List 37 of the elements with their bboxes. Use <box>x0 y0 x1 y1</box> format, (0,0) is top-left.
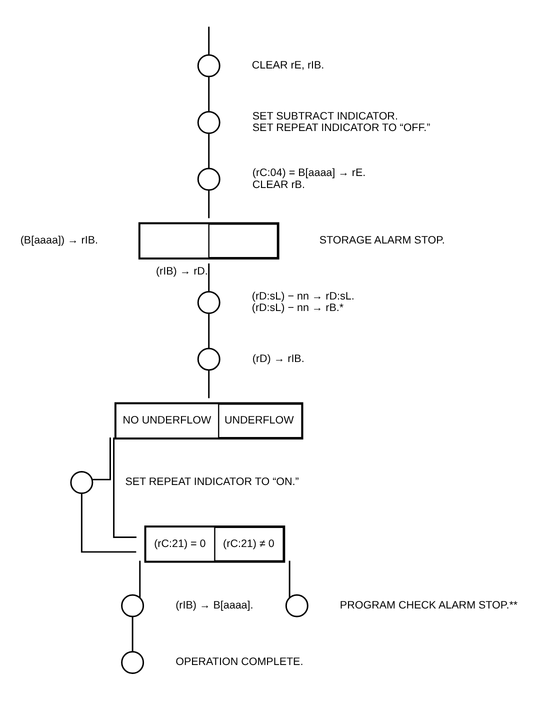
node-circle <box>197 110 220 134</box>
node-label: (rD) → rIB. <box>252 352 304 364</box>
node-label: PROGRAM CHECK ALARM STOP.** <box>340 598 518 611</box>
node-label: SET SUBTRACT INDICATOR. <box>252 110 398 122</box>
node-label: (rD:sL) − nn → rB.* <box>252 302 344 314</box>
connector <box>208 190 210 218</box>
node-label: CLEAR rB. <box>252 178 305 190</box>
connector <box>132 616 134 652</box>
node-label: SET REPEAT INDICATOR TO “OFF.” <box>252 122 430 134</box>
connector <box>208 370 210 398</box>
connector <box>208 26 210 54</box>
node-circle <box>285 594 308 617</box>
node-circle <box>197 54 220 77</box>
connector <box>113 436 136 538</box>
connector <box>288 560 290 597</box>
connector <box>80 492 136 552</box>
node-label: STORAGE ALARM STOP. <box>319 234 445 246</box>
node-label: (rIB) → B[aaaa]. <box>176 598 254 611</box>
node-circle <box>197 167 220 190</box>
node-label: CLEAR rE, rIB. <box>252 58 324 71</box>
node-circle <box>197 290 220 314</box>
connector <box>208 76 210 112</box>
connector <box>208 262 210 292</box>
connector <box>139 560 141 597</box>
node-label: (rC:04) = B[aaaa] → rE. <box>252 166 366 179</box>
node-label: OPERATION COMPLETE. <box>176 656 304 668</box>
node-circle <box>121 650 144 674</box>
node-label: (B[aaaa]) → rIB. <box>20 234 98 246</box>
node-circle <box>197 347 220 370</box>
edge-label: (rIB) → rD. <box>156 264 208 277</box>
node-label: (rD:sL) − nn → rD:sL. <box>252 290 354 302</box>
connector <box>92 436 111 480</box>
connector <box>208 132 210 168</box>
node-label: SET REPEAT INDICATOR TO “ON.” <box>125 476 299 488</box>
node-circle <box>121 594 144 617</box>
node-circle <box>70 470 94 494</box>
connector <box>208 312 210 348</box>
